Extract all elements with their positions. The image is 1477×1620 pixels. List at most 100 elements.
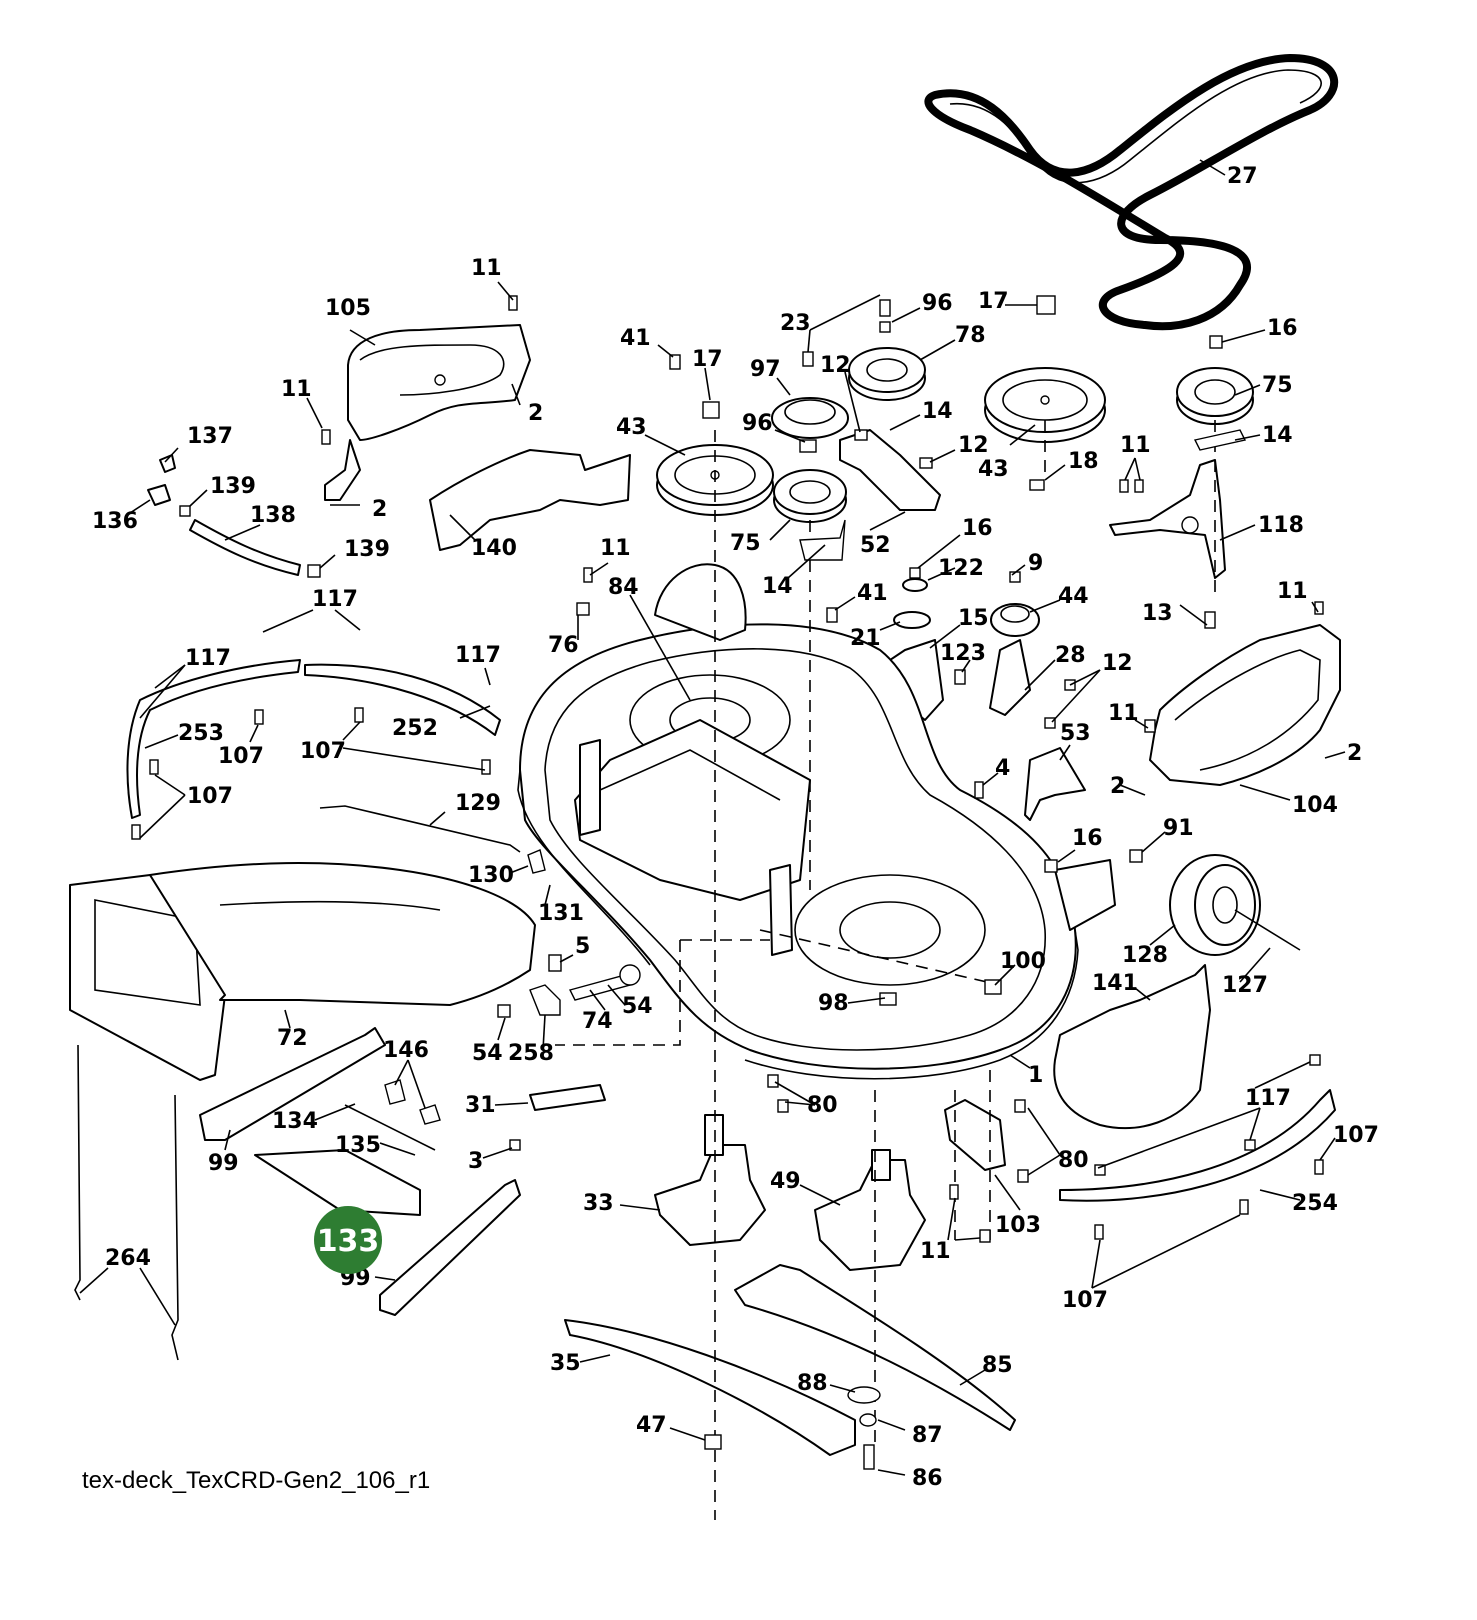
callout-253: 253 xyxy=(178,721,224,746)
callout-2: 2 xyxy=(1347,741,1362,766)
callout-13: 13 xyxy=(1142,601,1173,626)
callout-117: 117 xyxy=(1245,1086,1291,1111)
highlight-label[interactable]: 133 xyxy=(317,1224,380,1259)
callout-12: 12 xyxy=(820,353,851,378)
highlight-circle[interactable] xyxy=(314,1206,382,1274)
callout-254: 254 xyxy=(1292,1191,1338,1216)
callout-31: 31 xyxy=(465,1093,496,1118)
callout-117: 117 xyxy=(312,587,358,612)
part-75-idler-right xyxy=(1176,367,1254,425)
callout-117: 117 xyxy=(455,643,501,668)
callout-103: 103 xyxy=(995,1213,1041,1238)
callout-135: 135 xyxy=(335,1133,381,1158)
callout-12: 12 xyxy=(1102,651,1133,676)
callout-122: 122 xyxy=(938,556,984,581)
callout-87: 87 xyxy=(912,1423,943,1448)
callout-107: 107 xyxy=(1062,1288,1108,1313)
callout-17: 17 xyxy=(692,347,723,372)
callout-130: 130 xyxy=(468,863,514,888)
callout-14: 14 xyxy=(922,399,953,424)
highlight-badge-133[interactable]: 133 xyxy=(314,1206,382,1274)
callout-11: 11 xyxy=(471,256,502,281)
callout-43: 43 xyxy=(616,415,647,440)
callout-252: 252 xyxy=(392,716,438,741)
callout-84: 84 xyxy=(608,575,639,600)
callout-137: 137 xyxy=(187,424,233,449)
callout-117: 117 xyxy=(185,646,231,671)
callout-16: 16 xyxy=(1267,316,1298,341)
callout-134: 134 xyxy=(272,1109,318,1134)
callout-139: 139 xyxy=(344,537,390,562)
callout-128: 128 xyxy=(1122,943,1168,968)
callout-100: 100 xyxy=(1000,949,1046,974)
part-43-pulley-right xyxy=(984,367,1106,443)
callout-107: 107 xyxy=(300,739,346,764)
callout-18: 18 xyxy=(1068,449,1099,474)
callout-44: 44 xyxy=(1058,584,1089,609)
leader-lines xyxy=(79,159,1346,1476)
callout-88: 88 xyxy=(797,1371,828,1396)
callout-107: 107 xyxy=(1333,1123,1379,1148)
callout-80: 80 xyxy=(807,1093,838,1118)
callout-11: 11 xyxy=(1277,579,1308,604)
part-27-belt xyxy=(924,54,1339,331)
callout-17: 17 xyxy=(978,289,1009,314)
callout-16: 16 xyxy=(1072,826,1103,851)
callout-41: 41 xyxy=(857,581,888,606)
part-33-spindle xyxy=(654,1114,766,1246)
callout-138: 138 xyxy=(250,503,296,528)
callout-41: 41 xyxy=(620,326,651,351)
callout-96: 96 xyxy=(742,411,773,436)
callout-2: 2 xyxy=(1110,774,1125,799)
callout-53: 53 xyxy=(1060,721,1091,746)
callout-2: 2 xyxy=(528,401,543,426)
fasteners xyxy=(131,295,1324,1470)
callout-35: 35 xyxy=(550,1351,581,1376)
callout-78: 78 xyxy=(955,323,986,348)
callout-118: 118 xyxy=(1258,513,1304,538)
callout-80: 80 xyxy=(1058,1148,1089,1173)
callout-96: 96 xyxy=(922,291,953,316)
callout-136: 136 xyxy=(92,509,138,534)
callout-129: 129 xyxy=(455,791,501,816)
callout-264: 264 xyxy=(105,1246,151,1271)
callout-11: 11 xyxy=(1120,433,1151,458)
callout-4: 4 xyxy=(995,756,1010,781)
callout-1: 1 xyxy=(1028,1063,1043,1088)
part-78-idler xyxy=(848,347,926,401)
callout-99: 99 xyxy=(208,1151,239,1176)
callout-43: 43 xyxy=(978,457,1009,482)
callout-54: 54 xyxy=(472,1041,503,1066)
callout-2: 2 xyxy=(372,497,387,522)
callout-104: 104 xyxy=(1292,793,1338,818)
callout-107: 107 xyxy=(218,744,264,769)
callout-146: 146 xyxy=(383,1038,429,1063)
callout-labels: 27 11 105 2 11 137 139 136 138 2 139 140… xyxy=(92,164,1379,1491)
callout-11: 11 xyxy=(600,536,631,561)
callout-9: 9 xyxy=(1028,551,1043,576)
callout-5: 5 xyxy=(575,934,590,959)
callout-127: 127 xyxy=(1222,973,1268,998)
callout-97: 97 xyxy=(750,357,781,382)
callout-258: 258 xyxy=(508,1041,554,1066)
callout-76: 76 xyxy=(548,633,579,658)
callout-12: 12 xyxy=(958,433,989,458)
callout-123: 123 xyxy=(940,641,986,666)
part-75-idler xyxy=(773,469,847,523)
callout-91: 91 xyxy=(1163,816,1194,841)
callout-15: 15 xyxy=(958,606,989,631)
callout-28: 28 xyxy=(1055,643,1086,668)
callout-141: 141 xyxy=(1092,971,1138,996)
callout-11: 11 xyxy=(281,377,312,402)
callout-107: 107 xyxy=(187,784,233,809)
callout-74: 74 xyxy=(582,1009,613,1034)
callout-72: 72 xyxy=(277,1026,308,1051)
callout-86: 86 xyxy=(912,1466,943,1491)
part-drawings xyxy=(69,54,1341,1520)
callout-139: 139 xyxy=(210,474,256,499)
callout-140: 140 xyxy=(471,536,517,561)
callout-33: 33 xyxy=(583,1191,614,1216)
callout-14: 14 xyxy=(762,574,793,599)
part-49-spindle xyxy=(814,1149,926,1271)
